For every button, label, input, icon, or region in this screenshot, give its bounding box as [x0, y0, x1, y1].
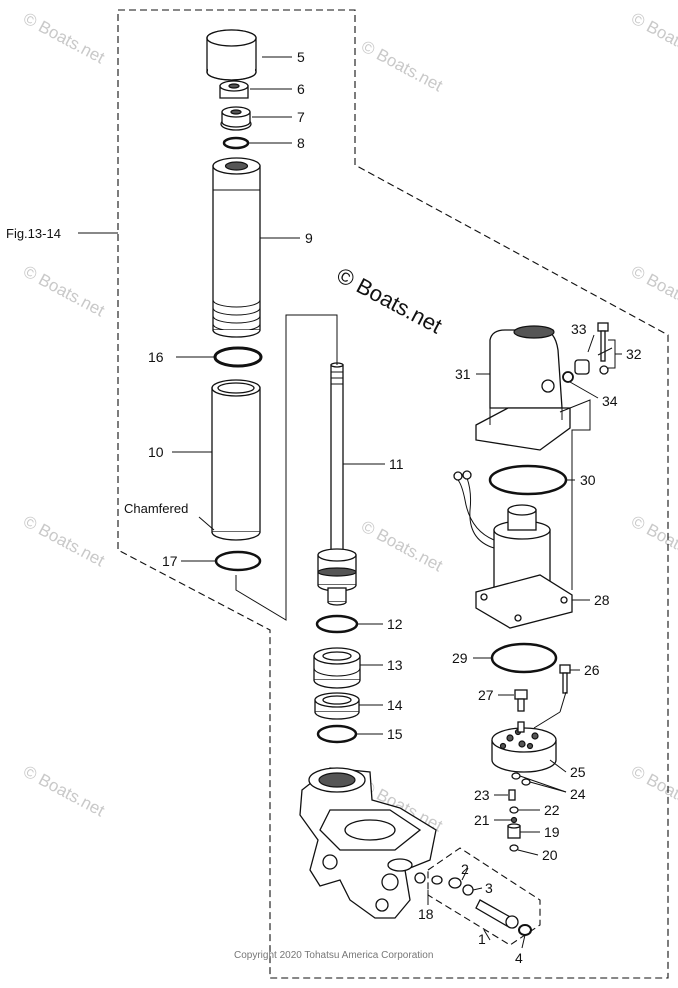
part-23-pin [508, 789, 516, 801]
callout-28: 28 [594, 592, 610, 608]
callout-20: 20 [542, 847, 558, 863]
copyright-footer: Copyright 2020 Tohatsu America Corporati… [234, 950, 433, 961]
callout-10: 10 [148, 444, 164, 460]
callout-26: 26 [584, 662, 600, 678]
part-28-motor [453, 470, 573, 629]
callout-21: 21 [474, 812, 490, 828]
part-14-backup-ring [314, 692, 360, 720]
callout-6: 6 [297, 81, 305, 97]
callout-17: 17 [162, 553, 178, 569]
part-21-ball [510, 816, 518, 824]
part-15-oring [316, 724, 358, 744]
part-2-3-seals [448, 877, 474, 896]
part-32-bolt [597, 322, 609, 375]
callout-2: 2 [461, 861, 469, 877]
figure-reference-label: Fig.13-14 [6, 226, 61, 241]
callout-18: 18 [418, 906, 434, 922]
watermark-faint: © Boats.net [20, 762, 108, 821]
callout-32: 32 [626, 346, 642, 362]
part-30-oring [488, 464, 568, 496]
watermark-faint: © Boats.net [628, 762, 678, 821]
callout-leaders [172, 56, 622, 949]
callout-13: 13 [387, 657, 403, 673]
watermark-faint: © Boats.net [358, 517, 446, 576]
callout-15: 15 [387, 726, 403, 742]
part-6-nut [219, 80, 249, 99]
part-18-seal [431, 875, 443, 885]
part-13-seal [313, 647, 361, 689]
callout-11: 11 [389, 456, 404, 472]
callout-19: 19 [544, 824, 560, 840]
callout-34: 34 [602, 393, 618, 409]
watermark-faint: © Boats.net [20, 9, 108, 68]
part-34-oring [562, 371, 574, 383]
callout-29: 29 [452, 650, 468, 666]
part-25-pump [491, 721, 557, 773]
callout-12: 12 [387, 616, 403, 632]
callout-3: 3 [485, 880, 493, 896]
callout-8: 8 [297, 135, 305, 151]
part-33-grommet [574, 359, 590, 375]
part-26-screw [559, 664, 571, 694]
callout-31: 31 [455, 366, 471, 382]
callout-24: 24 [570, 786, 586, 802]
callout-23: 23 [474, 787, 490, 803]
chamfered-label: Chamfered [124, 501, 188, 516]
watermark-faint: © Boats.net [628, 262, 678, 321]
dashed-assembly-boundary [117, 9, 669, 979]
part-16-oring [213, 346, 263, 368]
callout-1: 1 [478, 931, 486, 947]
part-5-cap [206, 29, 257, 81]
callout-33: 33 [571, 321, 587, 337]
part-12-oring [315, 614, 359, 634]
part-10-tube [211, 379, 261, 541]
callout-4: 4 [515, 950, 523, 966]
part-27-screw [514, 689, 528, 712]
callout-14: 14 [387, 697, 403, 713]
part-8-oring [222, 136, 250, 150]
callout-5: 5 [297, 49, 305, 65]
callout-27: 27 [478, 687, 494, 703]
callout-25: 25 [570, 764, 586, 780]
part-17-oring [214, 550, 262, 572]
callout-16: 16 [148, 349, 164, 365]
part-4-oring [518, 924, 532, 936]
part-9-cylinder [212, 157, 261, 338]
watermark-faint: © Boats.net [20, 512, 108, 571]
watermark-faint: © Boats.net [20, 262, 108, 321]
watermark-center: © Boats.net [333, 262, 447, 338]
part-20-oring [509, 844, 519, 852]
callout-numbers: 5 6 7 8 9 16 10 Chamfered 17 11 12 13 14… [124, 49, 642, 966]
part-31-motor-cover [475, 325, 571, 451]
part-19-valve [507, 823, 521, 839]
callout-30: 30 [580, 472, 596, 488]
watermark-faint: © Boats.net [358, 37, 446, 96]
part-29-oring [490, 642, 558, 674]
callout-22: 22 [544, 802, 560, 818]
watermark-faint: © Boats.net [628, 512, 678, 571]
watermark-faint: © Boats.net [628, 9, 678, 68]
part-24-oring [521, 778, 531, 786]
part-24-oring [511, 772, 521, 780]
part-11-piston-rod [317, 362, 357, 606]
callout-9: 9 [305, 230, 313, 246]
callout-7: 7 [297, 109, 305, 125]
part-22-oring [509, 806, 519, 814]
part-base-housing [299, 767, 437, 919]
part-1-valve [475, 899, 519, 929]
part-7-bushing [220, 106, 252, 131]
